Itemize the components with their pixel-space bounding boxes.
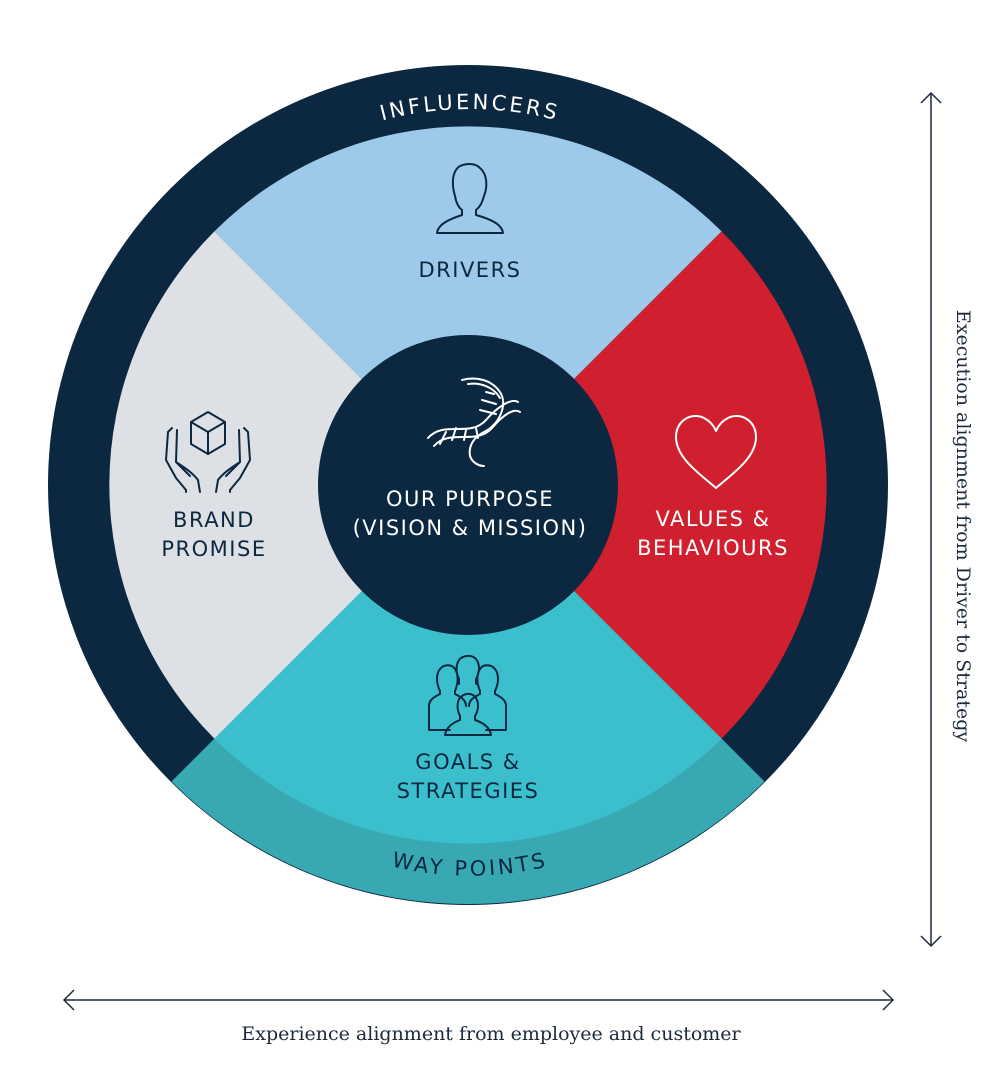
dna-icon — [427, 377, 521, 467]
values-label-line2: BEHAVIOURS — [637, 536, 789, 560]
brand-label-line1: BRAND — [173, 508, 255, 532]
drivers-label: DRIVERS — [418, 258, 521, 282]
brand-label-line2: PROMISE — [161, 537, 266, 561]
purpose-label-line2: (VISION & MISSION) — [353, 516, 588, 540]
segment-brand-promise[interactable] — [109, 231, 468, 739]
segment-goals-strategies[interactable] — [214, 485, 722, 844]
purpose-label-line1: OUR PURPOSE — [386, 487, 554, 511]
heart-icon — [675, 415, 757, 489]
person-icon — [436, 163, 504, 234]
center-circle[interactable] — [318, 335, 618, 635]
horizontal-axis-label: Experience alignment from employee and c… — [241, 1023, 741, 1045]
values-label-line1: VALUES & — [655, 507, 770, 531]
group-icon — [428, 654, 507, 736]
segment-values-behaviours[interactable] — [468, 231, 827, 739]
goals-label-line2: STRATEGIES — [397, 779, 540, 803]
vertical-axis-arrow — [920, 91, 942, 948]
vertical-axis-label: Execution alignment from Driver to Strat… — [952, 310, 974, 743]
segment-drivers[interactable] — [214, 126, 722, 486]
horizontal-axis-arrow — [62, 989, 895, 1011]
hands-box-icon — [165, 411, 251, 493]
goals-label-line1: GOALS & — [415, 750, 520, 774]
